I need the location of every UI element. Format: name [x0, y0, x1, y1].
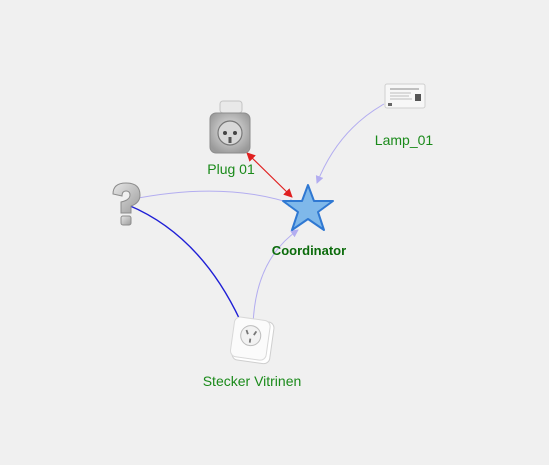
stecker-node[interactable]	[229, 316, 275, 365]
plug01-node[interactable]	[209, 100, 251, 154]
unknown-node[interactable]	[112, 182, 141, 226]
led-controller-icon	[384, 83, 426, 109]
link-unknown-stecker[interactable]	[127, 204, 241, 321]
lamp01-node[interactable]	[384, 83, 426, 109]
coordinator-label[interactable]: Coordinator	[271, 243, 347, 258]
smart-plug-icon	[209, 100, 251, 154]
plug01-label[interactable]: Plug 01	[207, 161, 255, 177]
question-mark-icon	[112, 182, 141, 226]
star-icon	[282, 184, 334, 231]
stecker-label[interactable]: Stecker Vitrinen	[202, 373, 302, 389]
coordinator-node[interactable]	[282, 184, 334, 231]
link-coordinator-plug01[interactable]	[246, 152, 293, 198]
link-lamp01-coordinator[interactable]	[315, 103, 385, 184]
wall-plug-icon	[229, 316, 275, 365]
link-unknown-coordinator[interactable]	[127, 190, 297, 207]
lamp01-label[interactable]: Lamp_01	[374, 132, 434, 148]
link-stecker-coordinator[interactable]	[252, 229, 299, 327]
